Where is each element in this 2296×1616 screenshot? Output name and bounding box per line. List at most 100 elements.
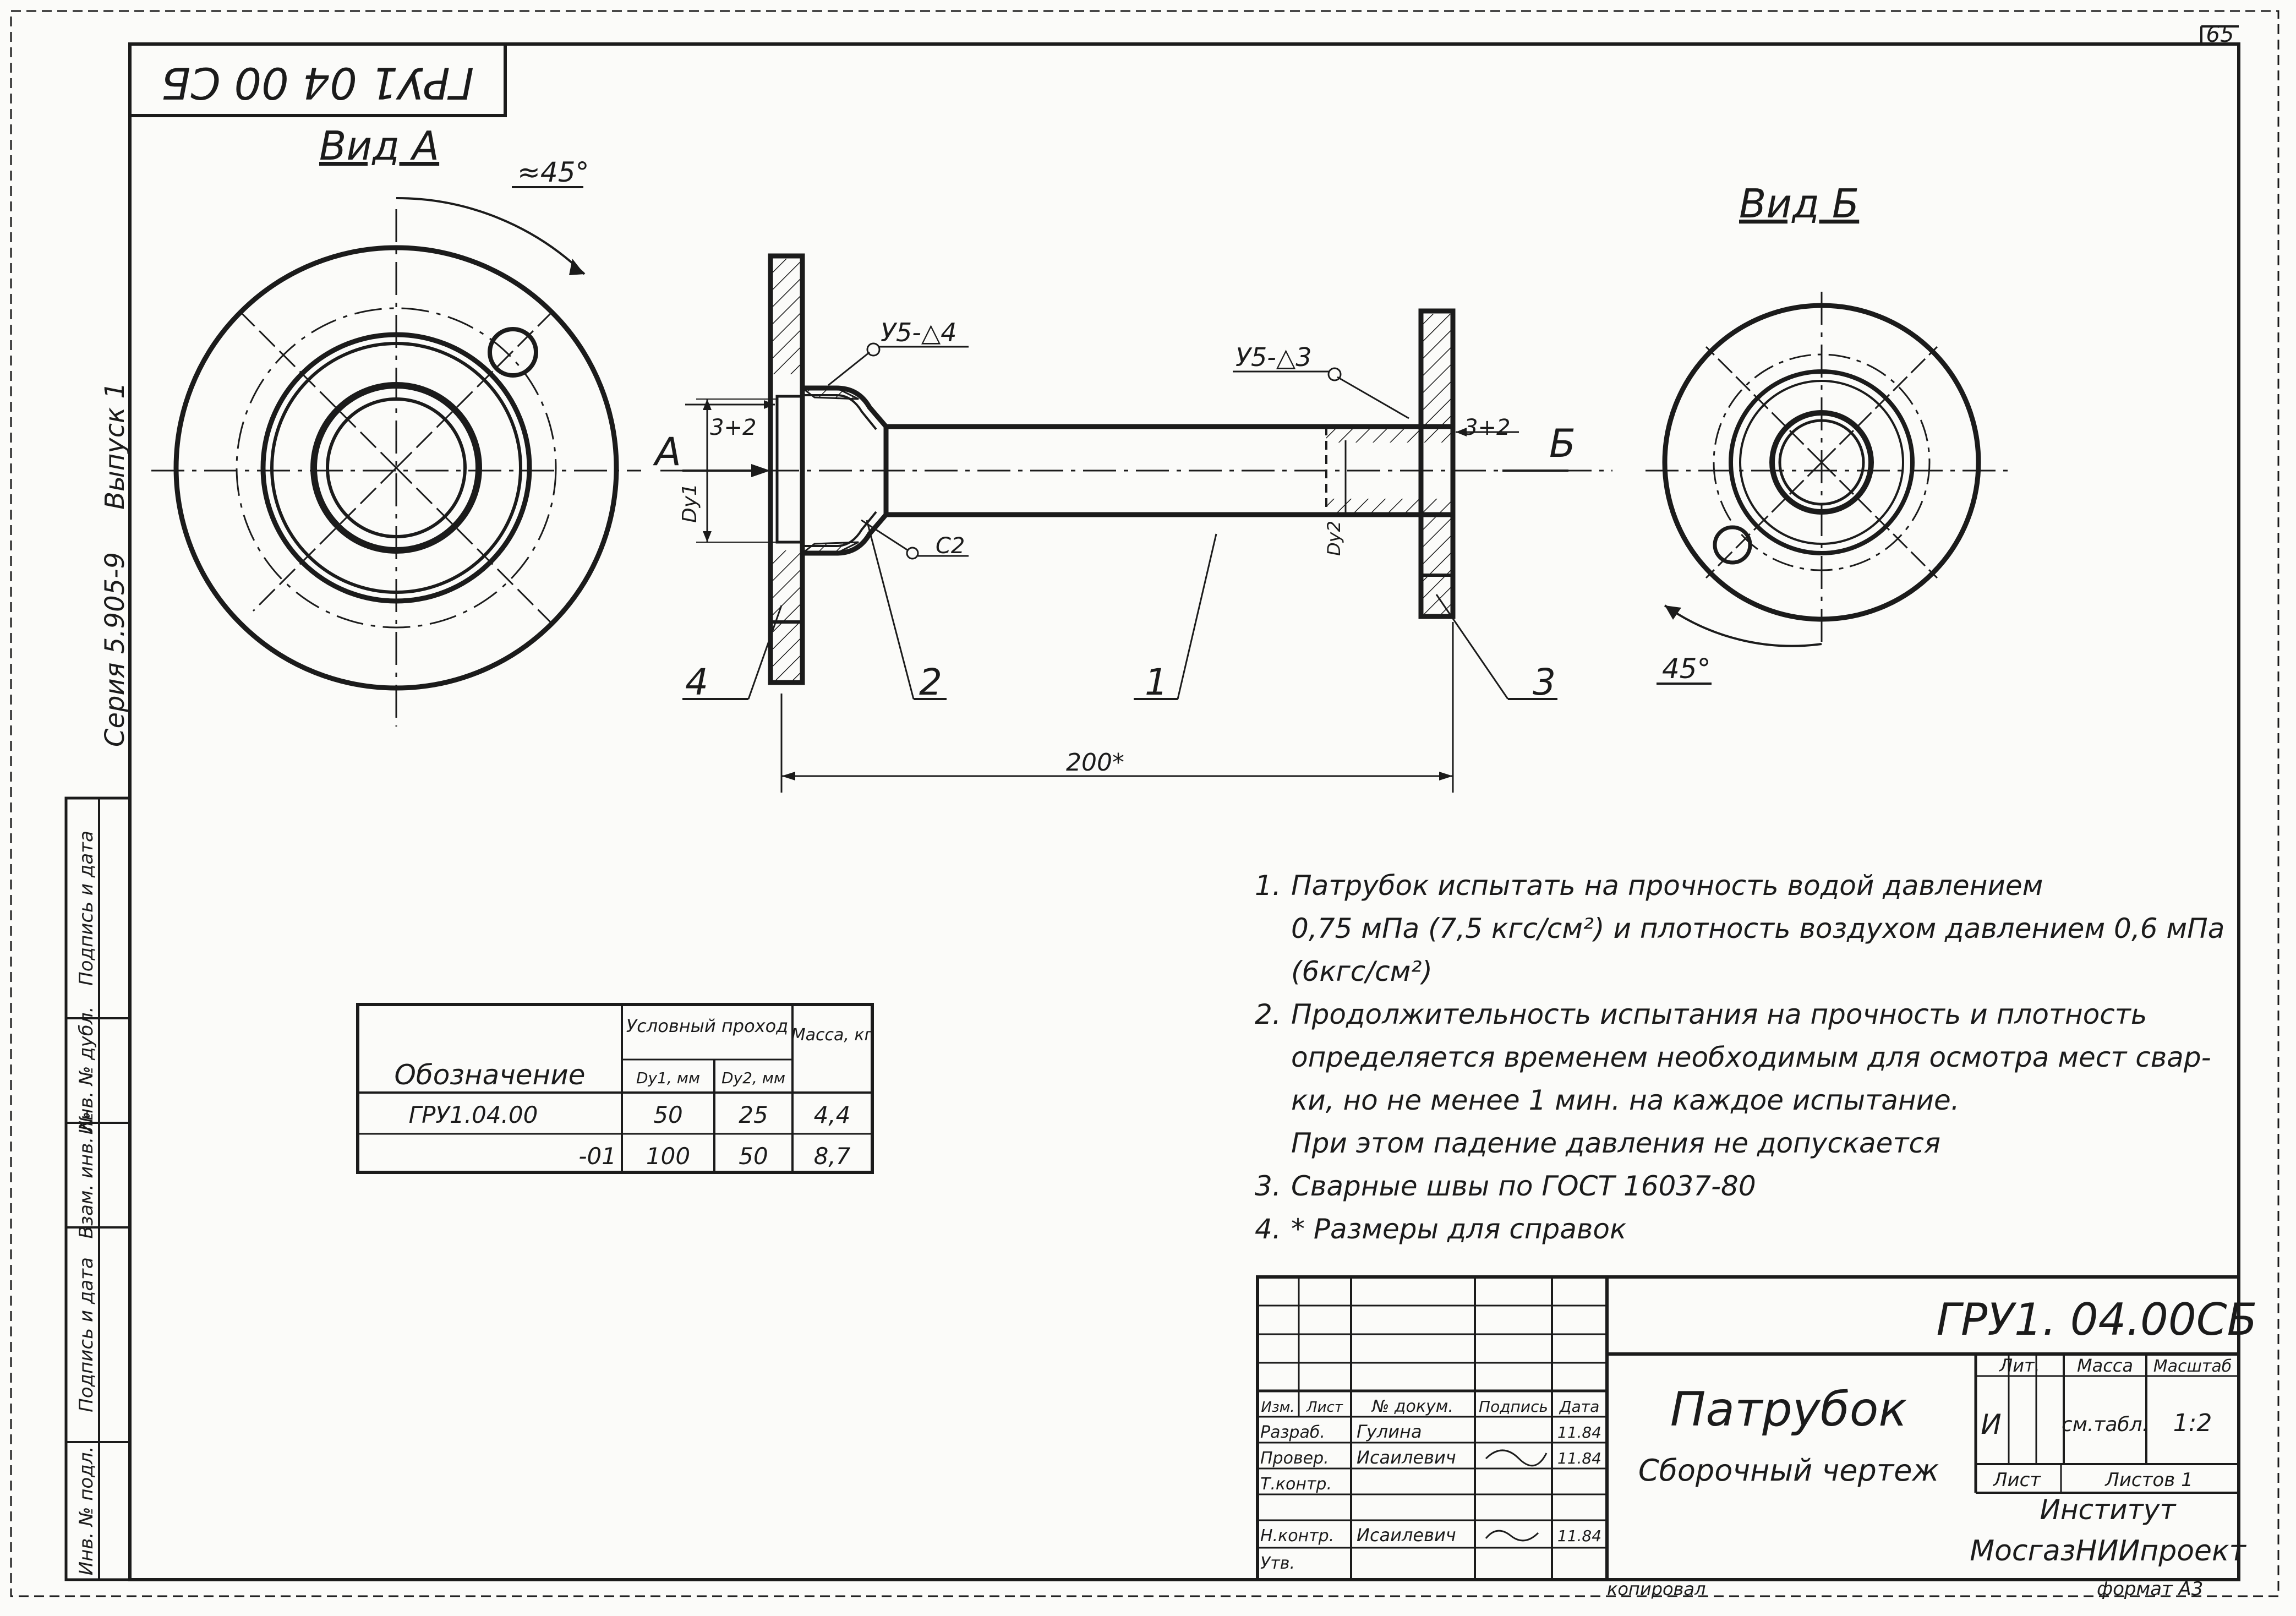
side-series: Серия 5.905-9 (100, 552, 130, 747)
row-1-designation: -01 (578, 1143, 616, 1170)
scale-value: 1:2 (2173, 1409, 2212, 1437)
weld-label-1: У5-△4 (881, 318, 957, 347)
callout-2: 2 (919, 661, 942, 703)
tb-header-change: Изм. (1261, 1399, 1294, 1416)
angle-a-label: ≈45° (517, 156, 589, 188)
row-0-dy1: 50 (653, 1101, 682, 1128)
tb-header-date: Дата (1559, 1397, 1600, 1416)
section-drawing (660, 253, 1612, 793)
view-b-drawing (1646, 292, 2014, 685)
role-1: Провер. (1260, 1449, 1329, 1468)
margin-label-3: Инв. № дубл. (75, 1007, 97, 1135)
side-issue: Выпуск 1 (100, 382, 130, 510)
view-a-title: Вид А (319, 123, 439, 169)
role-3: Н.контр. (1260, 1526, 1334, 1546)
row-1-dy2: 50 (739, 1143, 768, 1170)
role-0-name: Гулина (1357, 1421, 1422, 1442)
col-mass: Масса, кг (791, 1025, 873, 1045)
role-0-date: 11.84 (1557, 1423, 1601, 1442)
col-dy1: Dу1, мм (636, 1069, 700, 1087)
note-4: 4. * Размеры для справок (1255, 1213, 1626, 1245)
note-2-line-2: определяется временем необходимым для ос… (1291, 1041, 2211, 1073)
org-line-1: Институт (2040, 1494, 2177, 1526)
note-1-line-1: 1. Патрубок испытать на прочность водой д… (1255, 870, 2043, 902)
row-0-dy2: 25 (739, 1101, 768, 1128)
role-2: Т.контр. (1260, 1475, 1332, 1494)
note-2-text: Продолжительность испытания на прочность… (1291, 998, 2147, 1030)
col-dy2: Dу2, мм (721, 1069, 785, 1087)
col-bore-group: Условный проход (626, 1016, 789, 1036)
gap-right-label: 3+2 (1464, 415, 1510, 440)
note-2-number: 2. (1255, 998, 1281, 1030)
note-3-text: Сварные швы по ГОСТ 16037-80 (1291, 1170, 1756, 1202)
col-designation: Обозначение (395, 1059, 586, 1091)
margin-label-2: Взам. инв. № (75, 1112, 97, 1239)
sheet-label: Лист (1992, 1469, 2041, 1491)
view-a-drawing (151, 186, 641, 727)
note-1-text: Патрубок испытать на прочность водой дав… (1291, 870, 2043, 902)
role-0: Разраб. (1260, 1423, 1325, 1442)
note-3: 3. Сварные швы по ГОСТ 16037-80 (1255, 1170, 1756, 1202)
c2-label: С2 (936, 533, 965, 559)
lit-label: Лит. (1999, 1355, 2040, 1376)
scale-label: Масштаб (2153, 1357, 2232, 1376)
tb-header-sheet: Лист (1306, 1399, 1343, 1416)
callout-1: 1 (1145, 661, 1168, 703)
top-stamp: ГРУ1 04 00 СБ (161, 58, 474, 107)
tb-header-sign: Подпись (1479, 1397, 1548, 1416)
note-2-line-4: При этом падение давления не допускается (1291, 1127, 1941, 1159)
row-0-mass: 4,4 (814, 1101, 851, 1128)
lit-value: И (1981, 1408, 2001, 1440)
title-block-grid (1256, 1275, 2240, 1581)
sheet-number: 65 (2206, 22, 2234, 47)
tb-header-doc: № докум. (1371, 1397, 1453, 1416)
note-3-number: 3. (1255, 1170, 1281, 1202)
footer-copied: копировал (1607, 1579, 1705, 1599)
margin-label-1: Подпись и дата (75, 1257, 97, 1412)
note-4-text: * Размеры для справок (1291, 1213, 1627, 1245)
title-code: ГРУ1. 04.00СБ (1936, 1294, 2257, 1345)
top-stamp-box (128, 42, 507, 117)
sheets-label: Листов 1 (2104, 1469, 2193, 1491)
length-dim: 200* (1066, 749, 1124, 777)
dy1-label: Dу1 (679, 483, 701, 523)
margin-label-4: Подпись и дата (75, 831, 97, 986)
callout-4: 4 (685, 661, 708, 703)
signature-1 (1485, 1449, 1548, 1467)
role-1-name: Исаилевич (1357, 1447, 1456, 1468)
inner-frame (128, 42, 2240, 1581)
role-1-date: 11.84 (1557, 1449, 1601, 1467)
view-b-title: Вид Б (1739, 181, 1859, 227)
spec-table-grid (356, 1003, 874, 1174)
section-label-b: Б (1549, 421, 1576, 466)
angle-b-label: 45° (1662, 653, 1711, 685)
note-1-line-2: 0,75 мПа (7,5 кгс/см²) и плотность возду… (1291, 913, 2225, 945)
footer-format: формат А3 (2097, 1578, 2203, 1600)
note-4-number: 4. (1255, 1213, 1281, 1245)
signature-2 (1485, 1530, 1539, 1542)
row-1-mass: 8,7 (814, 1143, 851, 1170)
role-4: Утв. (1260, 1554, 1295, 1573)
title-name: Патрубок (1670, 1382, 1907, 1437)
mass-label: Масса (2077, 1355, 2133, 1376)
row-0-designation: ГРУ1.04.00 (409, 1101, 538, 1128)
weld-label-2: У5-△3 (1236, 342, 1312, 372)
title-doc-type: Сборочный чертеж (1638, 1453, 1939, 1488)
row-1-dy1: 100 (646, 1143, 690, 1170)
margin-label-0: Инв. № подл. (75, 1446, 97, 1576)
role-3-name: Исаилевич (1357, 1525, 1456, 1546)
note-1-line-3: (6кгс/см²) (1291, 956, 1433, 987)
mass-value: см.табл. (2062, 1413, 2149, 1436)
dy2-label: Dу2 (1324, 521, 1344, 556)
callout-3: 3 (1533, 661, 1556, 703)
outer-frame (10, 10, 2279, 1597)
note-2-line-3: ки, но не менее 1 мин. на каждое испытан… (1291, 1084, 1960, 1116)
section-label-a: А (653, 429, 681, 474)
role-3-date: 11.84 (1557, 1527, 1601, 1545)
gap-left-label: 3+2 (710, 415, 756, 440)
org-line-2: МосгазНИИпроект (1970, 1535, 2246, 1568)
note-2-line-1: 2. Продолжительность испытания на прочнос… (1255, 998, 2147, 1030)
note-1-number: 1. (1255, 870, 1281, 902)
